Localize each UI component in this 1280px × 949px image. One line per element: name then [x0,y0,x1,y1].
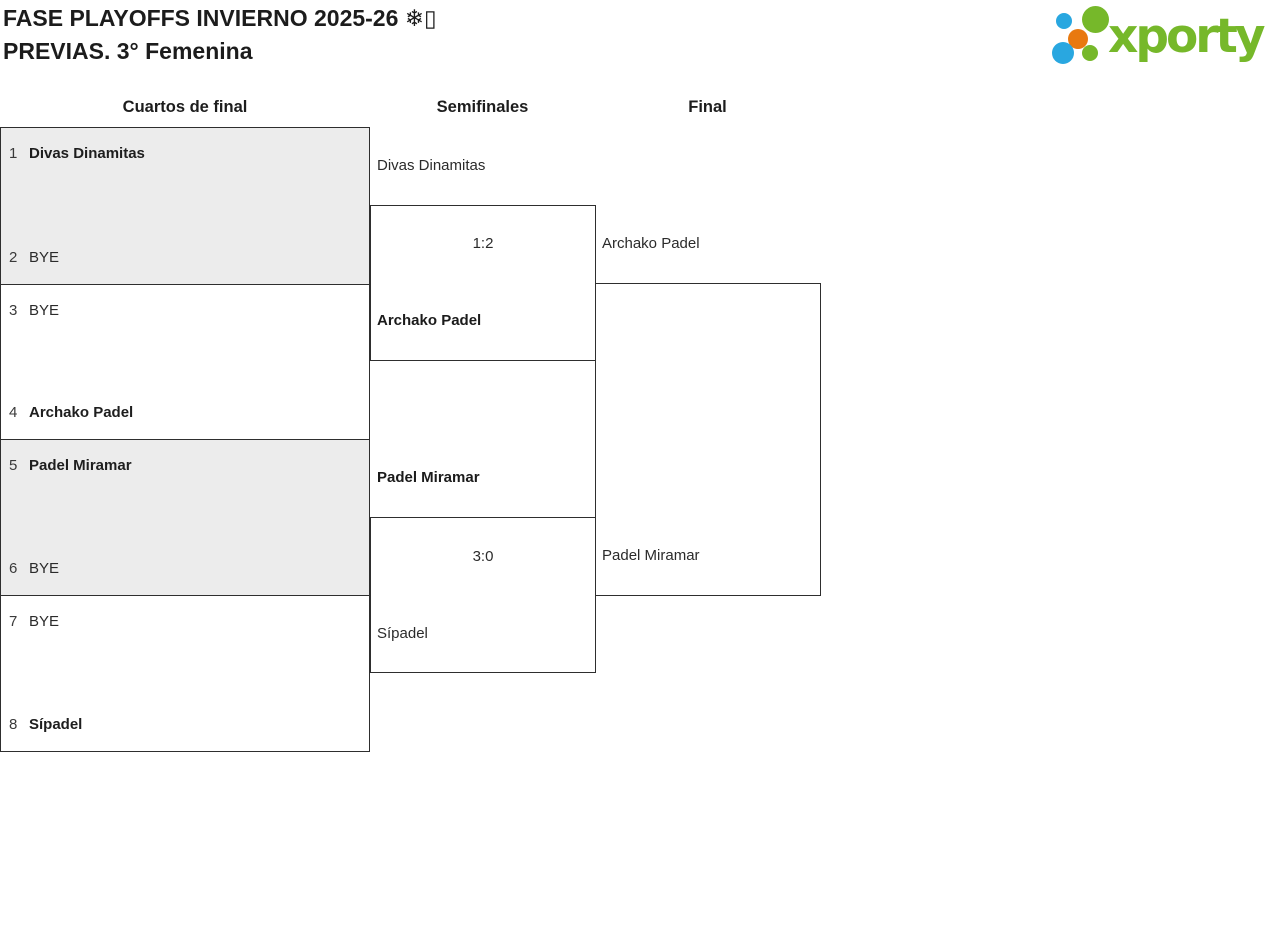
logo-dot-green-small-icon [1082,45,1098,61]
sf2-bottom-team: Sípadel [377,625,428,642]
team-name: Padel Miramar [29,457,132,474]
final-top-team: Archako Padel [602,235,700,252]
bye-label: BYE [29,560,60,577]
qf2-slot-1: 3 BYE [9,301,361,321]
team-name: Archako Padel [29,404,134,421]
xporty-logo[interactable]: xporty [1048,0,1278,75]
bye-label: BYE [29,249,60,266]
page-title-line2: PREVIAS. 3° Femenina [3,38,253,64]
logo-dot-orange-icon [1068,29,1088,49]
sf1-score: 1:2 [472,235,494,252]
qf4-slot-1: 7 BYE [9,612,361,632]
logo-dot-blue-small-icon [1056,13,1072,29]
final-match-box[interactable] [595,283,821,596]
qf4-slot-2: 8 Sípadel [9,715,361,735]
sf2-top-team: Padel Miramar [377,469,480,486]
logo-wordmark: xporty [1108,9,1266,64]
qf3-slot-1: 5 Padel Miramar [9,456,361,476]
seed-number: 3 [9,302,18,319]
sf1-top-team: Divas Dinamitas [377,157,486,174]
qf1-slot-2: 2 BYE [9,248,361,268]
qf3-slot-2: 6 BYE [9,559,361,579]
seed-number: 6 [9,560,18,577]
seed-number: 7 [9,613,18,630]
bye-label: BYE [29,613,60,630]
seed-number: 1 [9,145,18,162]
round-header-semifinals: Semifinales [436,98,529,116]
qf1-slot-1: 1 Divas Dinamitas [9,144,361,164]
page-title: FASE PLAYOFFS INVIERNO 2025-26 ❄▯ PREVIAS… [3,2,437,68]
qf-match-1-box[interactable]: 1 Divas Dinamitas 2 BYE [0,127,370,285]
logo-dot-green-large-icon [1082,6,1109,33]
final-bottom-team: Padel Miramar [602,547,700,564]
qf-match-2-box[interactable]: 3 BYE 4 Archako Padel [0,284,370,440]
sf1-bottom-team: Archako Padel [377,312,482,329]
page-title-line1: FASE PLAYOFFS INVIERNO 2025-26 ❄▯ [3,5,437,31]
seed-number: 5 [9,457,18,474]
team-name: Divas Dinamitas [29,145,145,162]
qf2-slot-2: 4 Archako Padel [9,403,361,423]
team-name: Sípadel [29,716,83,733]
sf-match-2-box[interactable] [370,517,596,673]
qf-match-3-box[interactable]: 5 Padel Miramar 6 BYE [0,439,370,596]
sf2-score: 3:0 [472,548,494,565]
qf-match-4-box[interactable]: 7 BYE 8 Sípadel [0,595,370,752]
seed-number: 4 [9,404,18,421]
seed-number: 8 [9,716,18,733]
round-header-quarterfinals: Cuartos de final [122,98,248,116]
sf-match-1-box[interactable] [370,205,596,361]
logo-dot-blue-large-icon [1052,42,1074,64]
bye-label: BYE [29,302,60,319]
round-header-final: Final [688,98,727,116]
seed-number: 2 [9,249,18,266]
